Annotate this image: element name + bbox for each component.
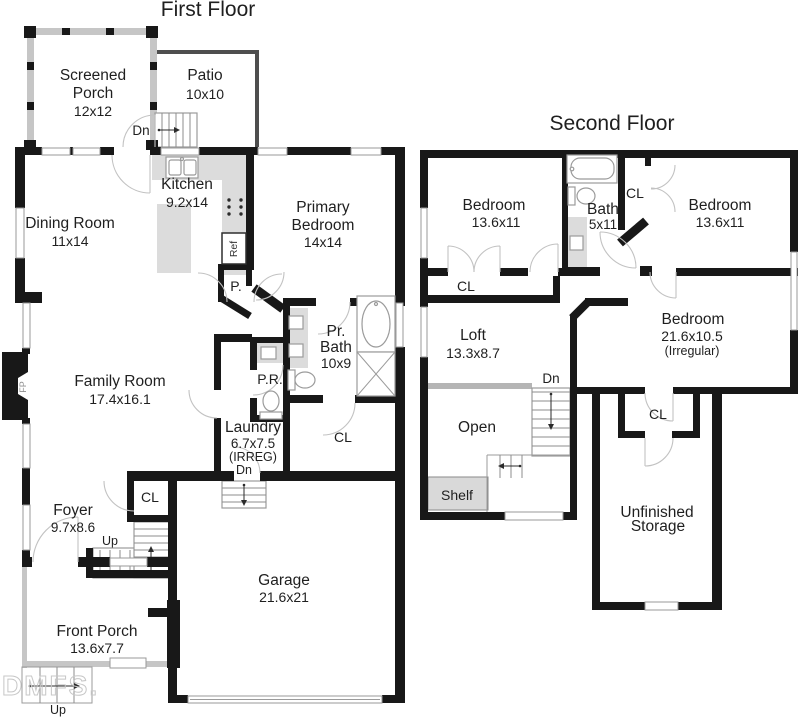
refrigerator-icon <box>221 232 247 265</box>
bedroom-right-label: Bedroom <box>689 197 752 214</box>
bedroom-rear-label: Bedroom <box>662 311 725 328</box>
first-floor-walls <box>15 26 405 703</box>
dining-room-label: Dining Room <box>25 215 115 232</box>
powder-room-fixtures <box>259 346 283 420</box>
patio-dims: 10x10 <box>186 86 224 102</box>
second-floor-bath-fixtures <box>566 154 618 251</box>
primary-bedroom-dims: 14x14 <box>304 234 342 250</box>
second-floor-title: Second Floor <box>550 112 675 135</box>
primary-bath-label-1: Pr. <box>327 323 346 340</box>
ref-label: Ref <box>228 241 240 257</box>
windows <box>15 147 798 669</box>
garage-door <box>187 695 383 704</box>
garage-dims: 21.6x21 <box>259 589 309 605</box>
up-label-foyer: Up <box>102 534 118 548</box>
dining-room-dims: 11x14 <box>51 233 88 249</box>
patio-label: Patio <box>187 67 222 84</box>
screened-porch-label-1: Screened <box>60 67 126 84</box>
fireplace-label: FP <box>18 381 28 393</box>
front-porch-label: Front Porch <box>57 623 138 640</box>
laundry-note: (IRREG) <box>229 450 277 464</box>
shelf-label: Shelf <box>441 487 473 503</box>
second-floor-walls <box>420 150 798 610</box>
shelf-cabinet <box>427 476 489 511</box>
bedroom-right-dims: 13.6x11 <box>696 214 745 230</box>
bedroom-rear-dims: 21.6x10.5 <box>661 328 723 344</box>
primary-bedroom-label-2: Bedroom <box>292 217 355 234</box>
dn-label-laundry: Dn <box>236 463 252 477</box>
bedroom-rear-note: (Irregular) <box>665 344 720 358</box>
foyer-stairs <box>92 517 176 579</box>
front-porch-steps <box>21 666 93 704</box>
open-label: Open <box>458 419 496 436</box>
second-floor-stairs <box>486 387 571 513</box>
cl-label-loft: CL <box>457 278 475 294</box>
basement-stairs <box>221 480 267 509</box>
laundry-label: Laundry <box>225 419 281 436</box>
cl-label-storage: CL <box>649 406 667 422</box>
kitchen-label: Kitchen <box>161 176 213 193</box>
family-room-dims: 17.4x16.1 <box>89 391 151 407</box>
screened-porch-dims: 12x12 <box>74 103 112 119</box>
first-floor-title: First Floor <box>161 0 256 21</box>
cl-label-foyer: CL <box>141 489 159 505</box>
foyer-dims: 9.7x8.6 <box>51 520 95 535</box>
dn-label-second: Dn <box>542 371 559 386</box>
kitchen-dims: 9.2x14 <box>166 194 208 210</box>
fireplace <box>2 352 28 420</box>
pantry-label: P. <box>230 278 241 294</box>
primary-bedroom-label-1: Primary <box>296 199 350 216</box>
primary-bath-dims: 10x9 <box>321 355 352 371</box>
loft-dims: 13.3x8.7 <box>446 345 500 361</box>
dn-label-patio: Dn <box>132 123 149 138</box>
screened-porch-label-2: Porch <box>73 85 114 102</box>
stove-icon <box>227 198 243 216</box>
cl-label-hall: CL <box>626 185 644 201</box>
kitchen-sink-icon <box>165 156 199 179</box>
laundry-dims: 6.7x7.5 <box>231 436 275 451</box>
garage-label: Garage <box>258 572 310 589</box>
up-label-porch-steps: Up <box>50 703 66 717</box>
bedroom-left-label: Bedroom <box>463 197 526 214</box>
patio-stairs <box>154 112 198 148</box>
cl-label-primary: CL <box>334 429 352 445</box>
bath-dims: 5x11 <box>589 217 617 232</box>
powder-room-label: P.R. <box>257 371 282 387</box>
bath-label: Bath <box>587 201 619 218</box>
open-area-railing <box>423 383 532 389</box>
door-arcs <box>32 114 677 563</box>
watermark: DMFS. <box>2 670 99 701</box>
primary-bath-label-2: Bath <box>320 339 352 356</box>
loft-label: Loft <box>460 327 487 344</box>
primary-bath-fixtures <box>287 295 396 397</box>
unfinished-storage-label-1: Unfinished <box>620 504 693 521</box>
unfinished-storage-label-2: Storage <box>631 518 685 535</box>
family-room-label: Family Room <box>74 373 165 390</box>
bedroom-left-dims: 13.6x11 <box>472 214 521 230</box>
front-porch-dims: 13.6x7.7 <box>70 640 124 656</box>
foyer-label: Foyer <box>53 502 93 519</box>
